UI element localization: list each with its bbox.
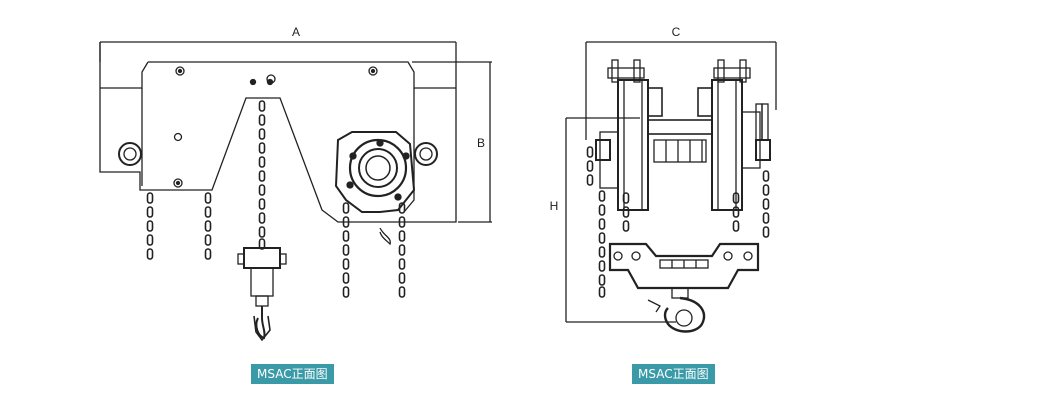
hand-wheel-gearbox [334,131,416,213]
bottom-yoke [608,242,760,290]
side-view: C H [550,25,777,333]
left-wheel [118,142,142,166]
front-view-caption: MSAC正面图 [251,364,334,384]
side-hook [647,287,706,333]
right-wheel [414,142,438,166]
hook-block [237,247,287,342]
dim-a-label: A [292,25,300,39]
load-chain [258,100,266,250]
dim-c-label: C [672,25,681,39]
right-hand-chain [342,202,406,298]
inner-plate-sides [141,88,415,213]
inner-plate-top [100,61,456,89]
side-view-caption: MSAC正面图 [632,364,715,384]
dim-h-label: H [550,199,559,213]
trolley-side-plate-outline [99,42,457,223]
left-hand-chain [146,192,212,260]
front-view: A B [99,25,492,342]
cross-shaft [595,103,771,189]
dim-b-label: B [477,136,485,150]
